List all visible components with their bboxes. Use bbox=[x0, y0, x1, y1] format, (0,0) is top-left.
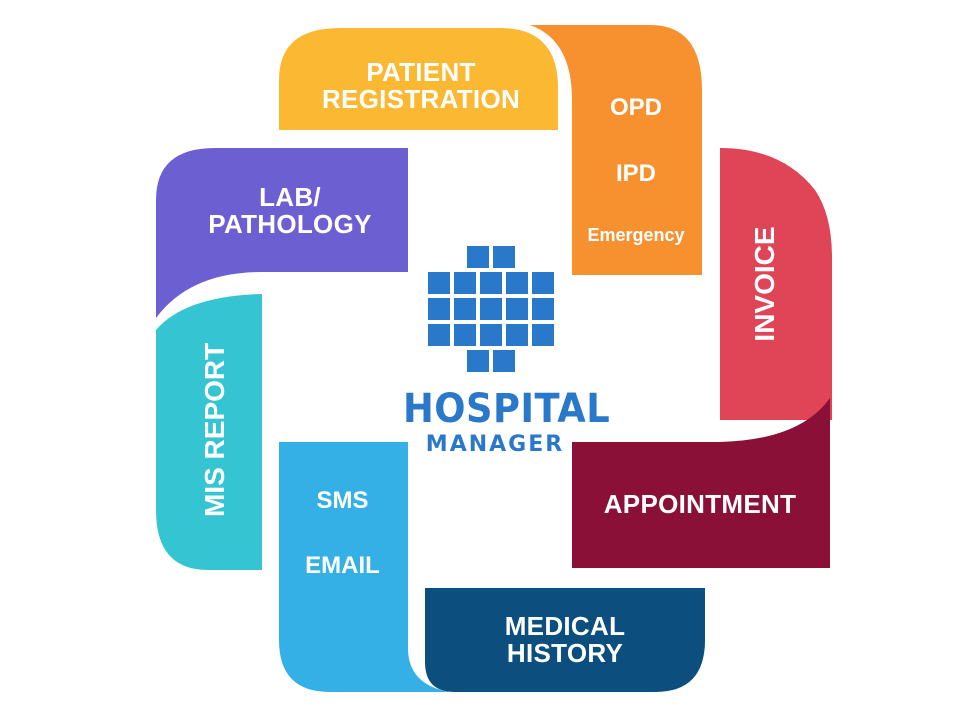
medical-line-2: HISTORY bbox=[506, 638, 624, 668]
cross-grid-square bbox=[480, 324, 502, 346]
ipd-text: IPD bbox=[615, 159, 656, 187]
tile-opd-ipd bbox=[530, 25, 702, 275]
lab-pathology-label: LAB/ PATHOLOGY bbox=[180, 180, 400, 242]
medical-line-1: MEDICAL bbox=[504, 610, 626, 641]
opd-text: OPD bbox=[609, 94, 662, 121]
cross-grid-square bbox=[467, 246, 489, 268]
tile-lab-pathology bbox=[156, 148, 408, 318]
tile-patient-registration bbox=[279, 28, 558, 130]
patient-registration-label: PATIENT REGISTRATION bbox=[290, 56, 552, 116]
logo-title: HOSPITAL bbox=[403, 386, 611, 432]
cross-grid-square bbox=[506, 298, 528, 320]
cross-grid-square bbox=[493, 246, 515, 268]
hospital-cross-grid-icon bbox=[428, 246, 554, 372]
cross-grid-square bbox=[454, 272, 476, 294]
cross-grid-square bbox=[532, 298, 554, 320]
cross-grid-square bbox=[532, 324, 554, 346]
tile-mis-report bbox=[156, 294, 262, 570]
tile-invoice bbox=[720, 148, 832, 420]
cross-grid-square bbox=[454, 324, 476, 346]
sms-text: SMS bbox=[316, 487, 369, 514]
tile-sms-email bbox=[279, 442, 450, 692]
cross-grid-square bbox=[428, 298, 450, 320]
emergency-text: Emergency bbox=[587, 225, 685, 246]
cross-grid-square bbox=[532, 272, 554, 294]
patient-line-2: REGISTRATION bbox=[321, 84, 521, 114]
cross-grid-square bbox=[454, 298, 476, 320]
lab-line-2: PATHOLOGY bbox=[208, 209, 372, 239]
medical-history-label: MEDICAL HISTORY bbox=[440, 610, 690, 670]
lab-line-1: LAB/ bbox=[259, 181, 321, 212]
cross-grid-square bbox=[480, 272, 502, 294]
email-text: EMAIL bbox=[305, 551, 380, 579]
tile-medical-history bbox=[425, 588, 705, 692]
sms-email-label: SMS EMAIL bbox=[280, 488, 405, 578]
cross-grid-square bbox=[506, 324, 528, 346]
cross-grid-square bbox=[506, 272, 528, 294]
logo-subtitle: MANAGER bbox=[425, 432, 565, 457]
tile-appointment bbox=[572, 398, 830, 568]
opd-ipd-label: OPD IPD Emergency bbox=[574, 95, 698, 245]
cross-grid-square bbox=[493, 350, 515, 372]
invoice-label: INVOICE bbox=[749, 226, 780, 342]
cross-grid-square bbox=[428, 324, 450, 346]
cross-grid-square bbox=[467, 350, 489, 372]
cross-grid-square bbox=[480, 298, 502, 320]
cross-grid-square bbox=[428, 272, 450, 294]
patient-line-1: PATIENT bbox=[366, 56, 476, 87]
mis-report-label: MIS REPORT bbox=[199, 342, 230, 517]
appointment-label: APPOINTMENT bbox=[603, 489, 797, 520]
